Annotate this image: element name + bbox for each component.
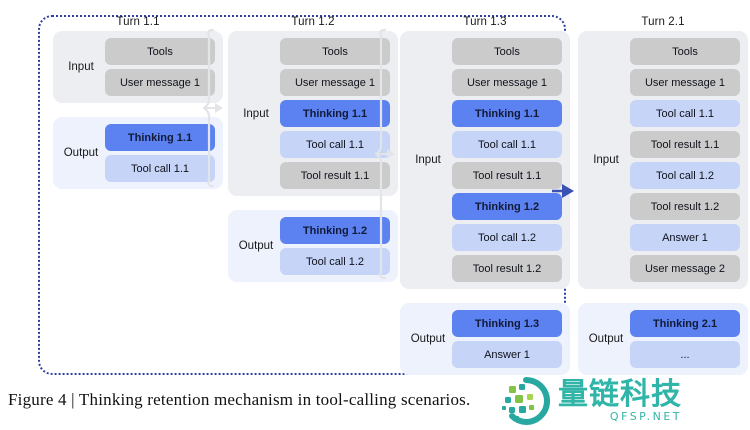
- turn-column-1-1: Turn 1.1 Input Tools User message 1 Outp…: [53, 13, 223, 189]
- input-chip-list: Tools User message 1: [105, 38, 215, 96]
- chip-answer-1[interactable]: Answer 1: [630, 224, 740, 251]
- input-label: Input: [415, 154, 441, 166]
- chip-tool-call-1-2[interactable]: Tool call 1.2: [280, 248, 390, 275]
- output-panel: Output Thinking 2.1 ...: [578, 303, 748, 375]
- input-label: Input: [243, 107, 269, 120]
- input-panel: Input Tools User message 1 Tool call 1.1…: [578, 31, 748, 289]
- chip-tool-call-1-1[interactable]: Tool call 1.1: [280, 131, 390, 158]
- chip-tool-call-1-1[interactable]: Tool call 1.1: [452, 131, 562, 158]
- chip-tools[interactable]: Tools: [630, 38, 740, 65]
- chip-thinking-1-2[interactable]: Thinking 1.2: [280, 217, 390, 244]
- output-panel: Output Thinking 1.3 Answer 1: [400, 303, 570, 375]
- output-chip-list: Thinking 1.1 Tool call 1.1: [105, 124, 215, 182]
- input-chip-list: Tools User message 1 Tool call 1.1 Tool …: [630, 38, 740, 282]
- chip-tool-call-1-2[interactable]: Tool call 1.2: [452, 224, 562, 251]
- brace-connector-1: [203, 28, 229, 188]
- chip-user-message-1[interactable]: User message 1: [105, 69, 215, 96]
- chip-tool-call-1-1[interactable]: Tool call 1.1: [630, 100, 740, 127]
- chip-thinking-1-1[interactable]: Thinking 1.1: [280, 100, 390, 127]
- turn-column-1-2: Turn 1.2 Input Tools User message 1 Thin…: [228, 13, 398, 282]
- session-transition-arrow: [550, 182, 578, 205]
- chip-thinking-1-1[interactable]: Thinking 1.1: [105, 124, 215, 151]
- watermark: 量链科技 QFSP.NET: [500, 372, 750, 430]
- input-panel: Input Tools User message 1 Thinking 1.1 …: [400, 31, 570, 289]
- output-chip-list: Thinking 1.3 Answer 1: [452, 310, 562, 368]
- output-chip-list: Thinking 2.1 ...: [630, 310, 740, 368]
- chip-tool-result-1-1[interactable]: Tool result 1.1: [452, 162, 562, 189]
- chip-thinking-1-3[interactable]: Thinking 1.3: [452, 310, 562, 337]
- watermark-text: 量链科技 QFSP.NET: [558, 379, 682, 424]
- chip-tools[interactable]: Tools: [105, 38, 215, 65]
- turn-column-1-3: Turn 1.3 Input Tools User message 1 Thin…: [400, 13, 570, 375]
- chip-user-message-1[interactable]: User message 1: [630, 69, 740, 96]
- chip-tool-result-1-1[interactable]: Tool result 1.1: [280, 162, 390, 189]
- chip-user-message-2[interactable]: User message 2: [630, 255, 740, 282]
- input-label: Input: [593, 154, 619, 166]
- chip-tool-result-1-1[interactable]: Tool result 1.1: [630, 131, 740, 158]
- turn-title: Turn 1.3: [463, 16, 507, 28]
- output-label: Output: [588, 333, 624, 345]
- chip-tools[interactable]: Tools: [280, 38, 390, 65]
- chip-tool-call-1-1[interactable]: Tool call 1.1: [105, 155, 215, 182]
- chip-thinking-1-1[interactable]: Thinking 1.1: [452, 100, 562, 127]
- chip-user-message-1[interactable]: User message 1: [452, 69, 562, 96]
- output-label: Output: [63, 147, 99, 159]
- input-panel: Input Tools User message 1 Thinking 1.1 …: [228, 31, 398, 196]
- chip-tools[interactable]: Tools: [452, 38, 562, 65]
- input-chip-list: Tools User message 1 Thinking 1.1 Tool c…: [452, 38, 562, 282]
- output-label: Output: [410, 333, 446, 345]
- chip-thinking-2-1[interactable]: Thinking 2.1: [630, 310, 740, 337]
- output-label: Output: [238, 240, 274, 252]
- chip-answer-1[interactable]: Answer 1: [452, 341, 562, 368]
- chip-tool-result-1-2[interactable]: Tool result 1.2: [630, 193, 740, 220]
- watermark-en: QFSP.NET: [609, 410, 682, 424]
- output-panel: Output Thinking 1.1 Tool call 1.1: [53, 117, 223, 189]
- input-chip-list: Tools User message 1 Thinking 1.1 Tool c…: [280, 38, 390, 189]
- figure-caption: Figure 4 | Thinking retention mechanism …: [8, 390, 471, 409]
- output-chip-list: Thinking 1.2 Tool call 1.2: [280, 217, 390, 275]
- output-panel: Output Thinking 1.2 Tool call 1.2: [228, 210, 398, 282]
- input-panel: Input Tools User message 1: [53, 31, 223, 103]
- turn-title: Turn 2.1: [641, 16, 685, 28]
- watermark-cn: 量链科技: [558, 376, 682, 412]
- watermark-logo-icon: [500, 375, 552, 427]
- chip-tool-result-1-2[interactable]: Tool result 1.2: [452, 255, 562, 282]
- brace-connector-2: [375, 28, 401, 280]
- turn-column-2-1: Turn 2.1 Input Tools User message 1 Tool…: [578, 13, 748, 375]
- input-label: Input: [68, 61, 94, 73]
- chip-tool-call-1-2[interactable]: Tool call 1.2: [630, 162, 740, 189]
- chip-user-message-1[interactable]: User message 1: [280, 69, 390, 96]
- turn-title: Turn 1.1: [116, 16, 160, 28]
- chip-thinking-1-2[interactable]: Thinking 1.2: [452, 193, 562, 220]
- turn-title: Turn 1.2: [291, 16, 335, 28]
- chip-ellipsis[interactable]: ...: [630, 341, 740, 368]
